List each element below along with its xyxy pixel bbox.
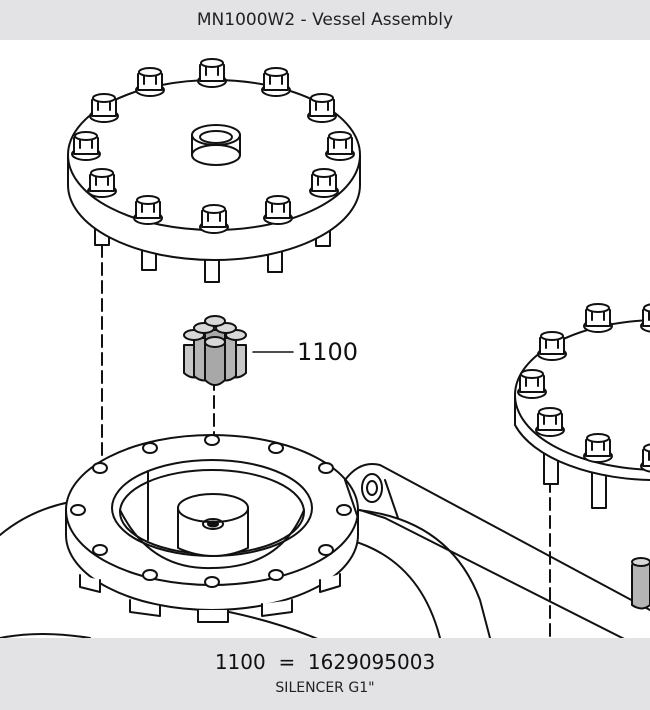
part-number: 1100 xyxy=(214,650,266,674)
silencer-part-1100[interactable] xyxy=(183,315,247,386)
exploded-view-drawing[interactable]: 1100 xyxy=(0,40,650,638)
part-description: SILENCER G1" xyxy=(275,680,375,696)
part-separator: = xyxy=(278,650,296,674)
header-bar: MN1000W2 - Vessel Assembly xyxy=(0,0,650,40)
part-code: 1629095003 xyxy=(307,650,436,674)
vessel-lid-right[interactable] xyxy=(514,303,650,610)
vessel-tank[interactable] xyxy=(0,434,491,638)
callout-label-1100[interactable]: 1100 xyxy=(297,338,358,366)
part-number-line: 1100 = 1629095003 xyxy=(0,650,650,674)
vessel-arm-bracket[interactable] xyxy=(344,463,650,638)
vessel-lid-top[interactable] xyxy=(67,58,361,283)
part-info-bar: 1100 = 1629095003 SILENCER G1" xyxy=(0,638,650,710)
page-title: MN1000W2 - Vessel Assembly xyxy=(196,10,454,30)
